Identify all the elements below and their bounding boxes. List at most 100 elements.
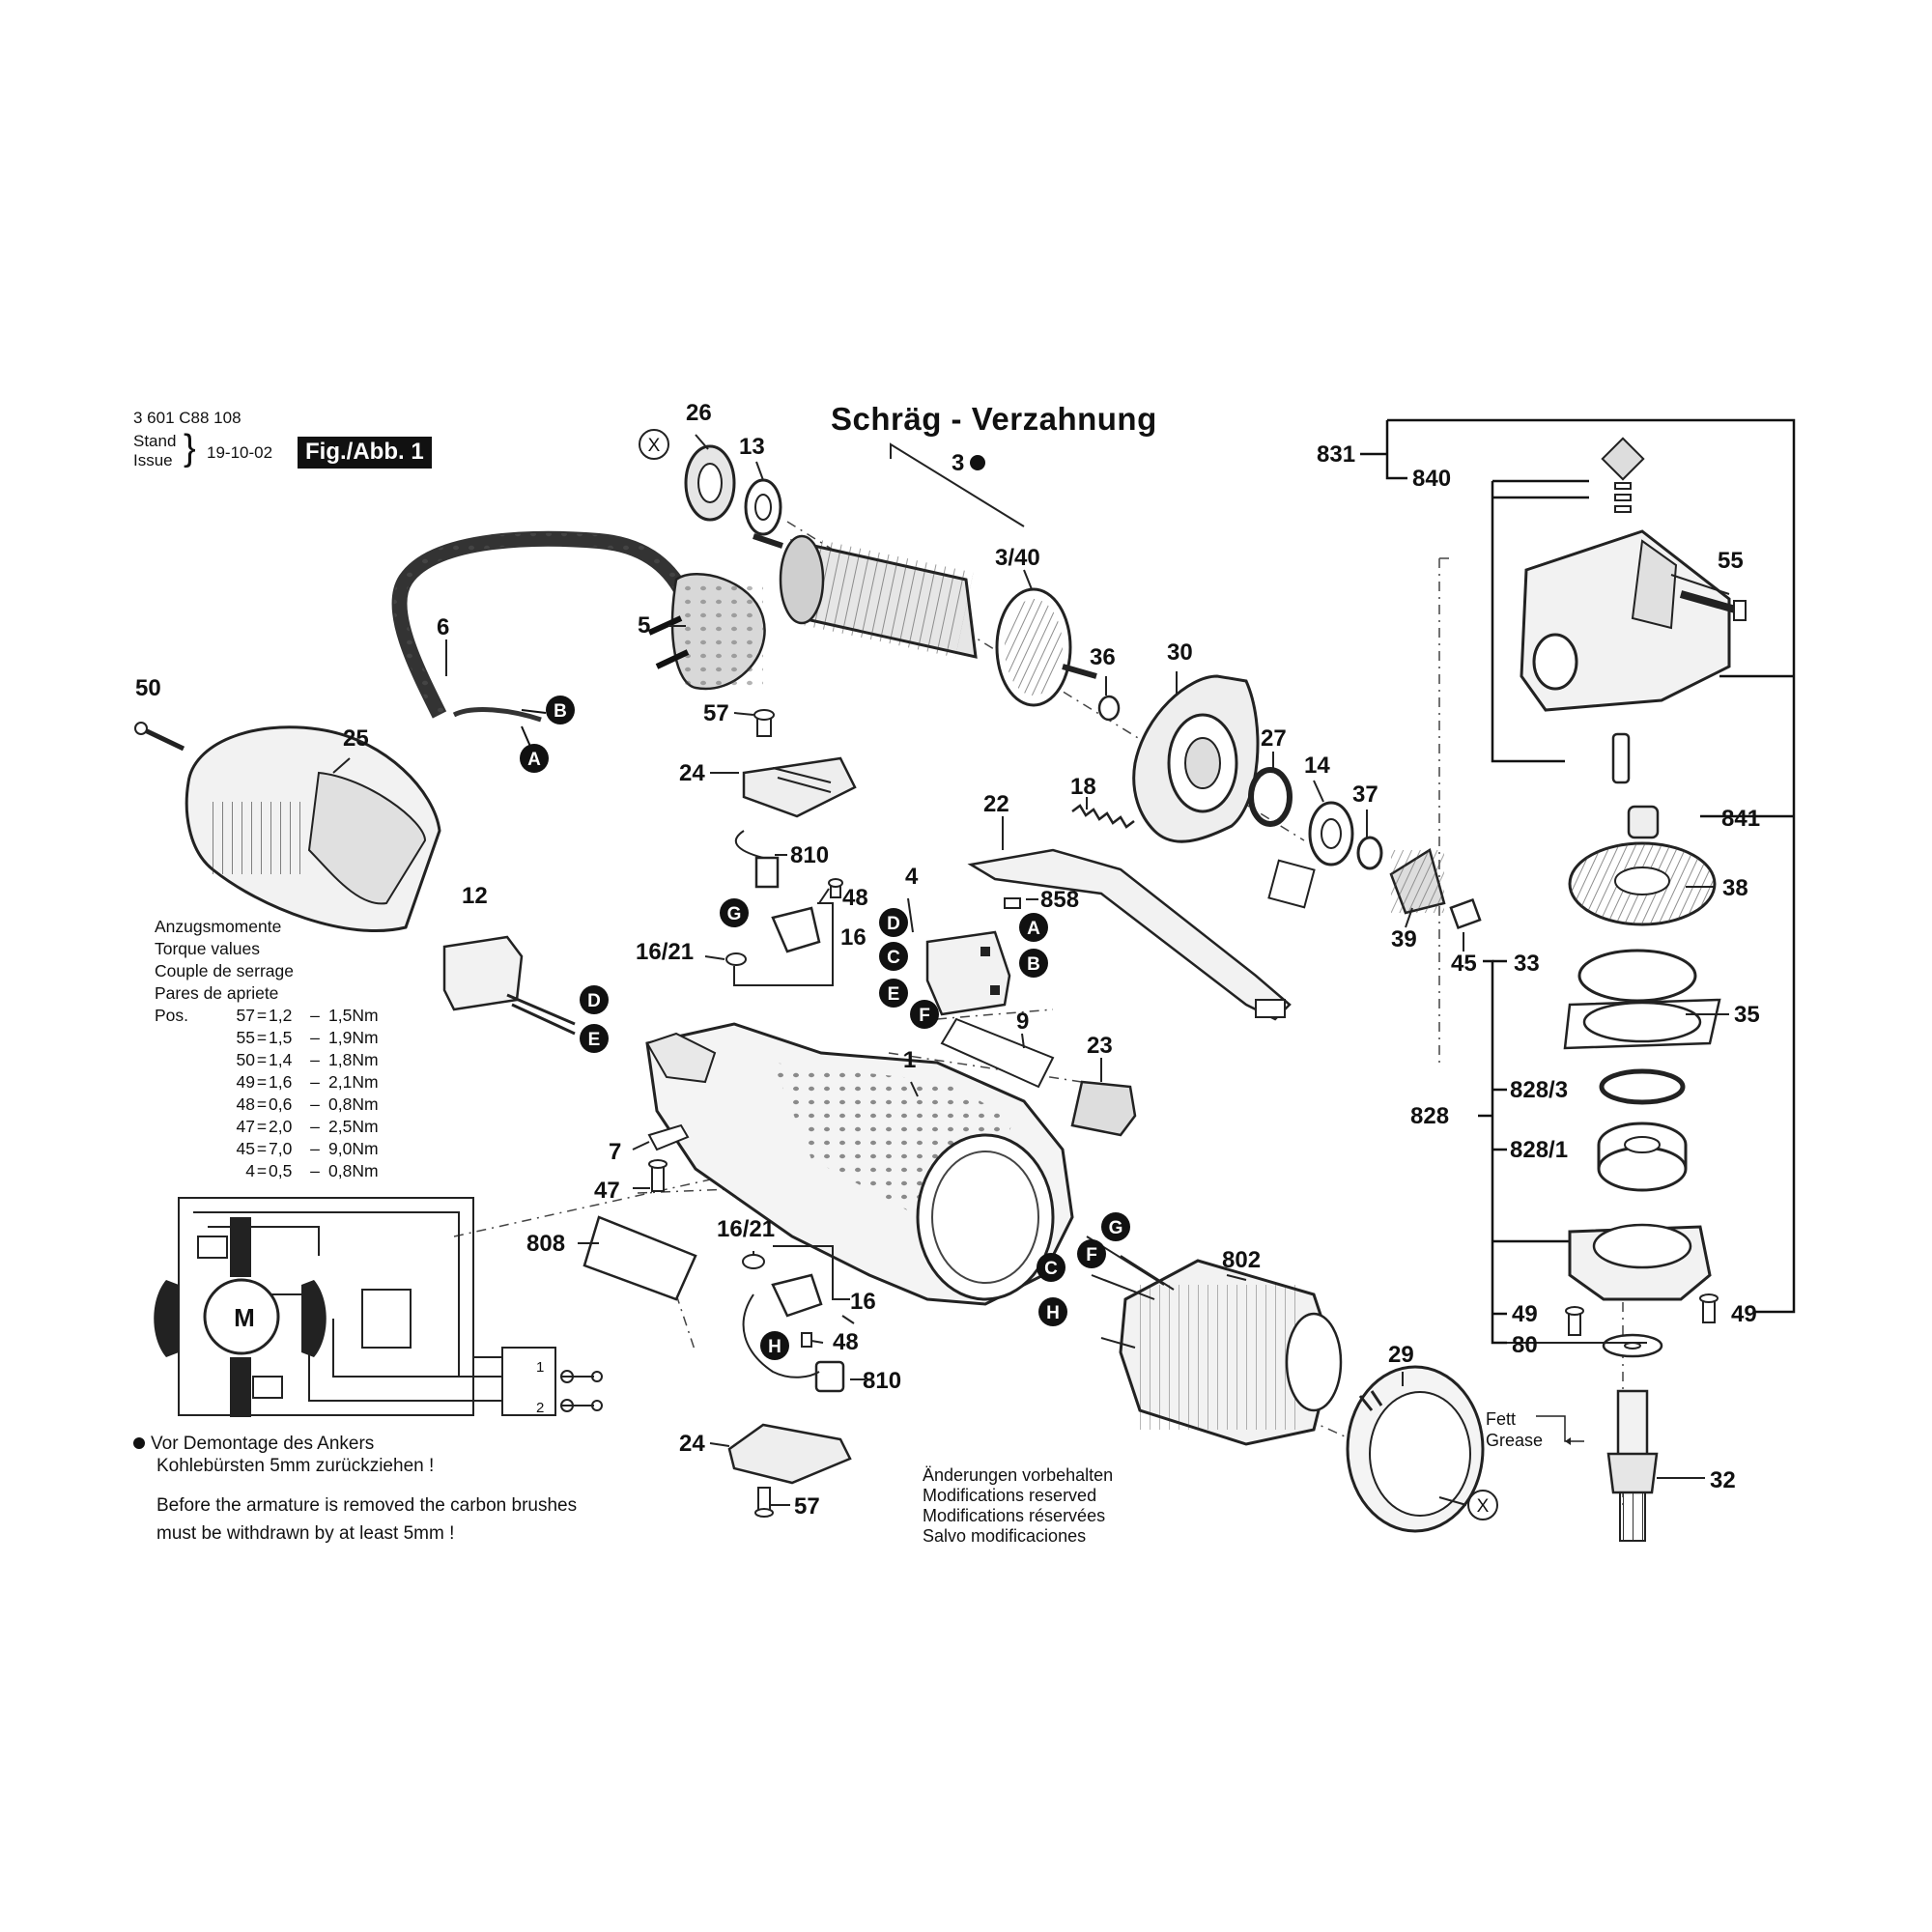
callout-35: 35 — [1734, 1002, 1760, 1028]
callout-3-dot-icon — [970, 455, 985, 470]
torque-row: 47=2,0–2,5Nm — [155, 1116, 396, 1138]
bearing-plate-part-30 — [1132, 674, 1260, 843]
switch-pole-1-label: 1 — [536, 1359, 544, 1376]
connector-x-bottom-label: X — [1477, 1496, 1490, 1517]
switch-part-16-upper — [733, 902, 834, 986]
switch-pole-2-label: 2 — [536, 1400, 544, 1416]
callout-810-upper: 810 — [790, 842, 829, 868]
torque-dash: – — [310, 1050, 320, 1069]
torque-max: 1,5Nm — [328, 1006, 379, 1025]
armature-warning: Vor Demontage des Ankers Kohlebürsten 5m… — [133, 1433, 577, 1545]
screw-part-48-lower — [801, 1332, 812, 1348]
insulating-piece-part-9 — [940, 1017, 1055, 1089]
callout-80: 80 — [1512, 1332, 1538, 1358]
motor-label: M — [234, 1303, 255, 1332]
bracket-part-7 — [647, 1123, 690, 1151]
callout-7: 7 — [609, 1139, 621, 1165]
callout-3-40: 3/40 — [995, 545, 1040, 571]
callout-841: 841 — [1721, 806, 1760, 832]
torque-min: 0,5 — [269, 1161, 293, 1180]
connector-d-switch: D — [879, 908, 908, 937]
callout-13: 13 — [739, 434, 765, 460]
callout-840: 840 — [1412, 466, 1451, 492]
grease-symbol-icon — [1536, 1415, 1584, 1445]
connector-h-field-label: H — [1046, 1303, 1060, 1323]
grease-note: Fett Grease — [1486, 1408, 1543, 1451]
suppressor-part-12 — [442, 935, 576, 1036]
spring-part-18 — [1071, 804, 1135, 829]
torque-max: 1,8Nm — [328, 1050, 379, 1069]
connector-f-switch-label: F — [919, 1006, 930, 1026]
screw-part-50 — [134, 722, 185, 752]
connector-d-suppressor-label: D — [587, 991, 601, 1011]
connector-e-suppressor-label: E — [588, 1030, 601, 1050]
bullet-dot-icon — [133, 1437, 145, 1449]
gear-housing-part-840 — [1520, 437, 1731, 712]
switch-cover-part-24-upper — [742, 756, 857, 818]
connector-a-switch-label: A — [1027, 919, 1040, 939]
callout-36: 36 — [1090, 644, 1116, 670]
air-guide-part-29 — [1346, 1365, 1485, 1533]
connector-x-top: X — [639, 429, 669, 460]
connector-b-switch-label: B — [1027, 954, 1040, 975]
callout-802: 802 — [1222, 1247, 1261, 1273]
callout-55: 55 — [1718, 548, 1744, 574]
callout-48-upper: 48 — [842, 885, 868, 911]
callout-14: 14 — [1304, 753, 1330, 779]
screw-part-48-upper — [828, 878, 843, 898]
spindle-part-32 — [1606, 1389, 1659, 1542]
power-cord-part-6 — [391, 530, 694, 750]
fan-part-26 — [684, 444, 736, 522]
callout-16-21-upper: 16/21 — [636, 939, 694, 965]
connector-f-switch: F — [910, 1000, 939, 1029]
torque-position: 4 — [245, 1161, 255, 1180]
brace-glyph: } — [184, 428, 196, 469]
connector-a-cord: A — [520, 744, 549, 773]
washer-part-36 — [1097, 695, 1121, 722]
torque-min: 1,6 — [269, 1072, 293, 1092]
connector-a-cord-label: A — [527, 750, 541, 770]
power-plug-part-5 — [647, 573, 766, 691]
callout-16-lower: 16 — [850, 1289, 876, 1315]
stand-label: Stand — [133, 432, 177, 450]
spindle-lock-pin — [1611, 732, 1631, 784]
callout-27: 27 — [1261, 725, 1287, 752]
switch-part-4 — [925, 930, 1011, 1016]
callout-39: 39 — [1391, 926, 1417, 952]
connector-c-switch: C — [879, 942, 908, 971]
connector-e-suppressor: E — [580, 1024, 609, 1053]
brush-part-16-21-upper — [725, 952, 747, 966]
torque-dash: – — [310, 1161, 320, 1180]
callout-16-upper: 16 — [840, 924, 867, 951]
callout-12: 12 — [462, 883, 488, 909]
callout-828-1: 828/1 — [1510, 1137, 1568, 1163]
bearing-box-part — [1267, 859, 1316, 909]
torque-position: 49 — [236, 1072, 255, 1092]
callout-32: 32 — [1710, 1467, 1736, 1493]
torque-position: 45 — [236, 1139, 255, 1158]
torque-position: 57 — [236, 1006, 255, 1025]
bearing-flange-part-828 — [1568, 1223, 1712, 1301]
rear-cover-part-25 — [185, 725, 441, 932]
torque-row: 45=7,0–9,0Nm — [155, 1138, 396, 1160]
torque-position: 55 — [236, 1028, 255, 1047]
torque-row: 49=1,6–2,1Nm — [155, 1071, 396, 1094]
cap-part-23 — [1070, 1080, 1137, 1137]
connector-g-upper-label: G — [727, 904, 742, 924]
torque-position: 47 — [236, 1117, 255, 1136]
callout-50: 50 — [135, 675, 161, 701]
motor-housing-part-1 — [645, 1022, 1074, 1306]
switch-part-16-lower — [771, 1245, 850, 1318]
issue-label: Issue — [133, 451, 173, 469]
callout-6: 6 — [437, 614, 449, 640]
callout-831: 831 — [1317, 441, 1355, 468]
torque-row: 48=0,6–0,8Nm — [155, 1094, 396, 1116]
torque-max: 2,1Nm — [328, 1072, 379, 1092]
callout-5: 5 — [638, 612, 650, 639]
screw-part-49-left — [1565, 1306, 1584, 1336]
torque-equals: = — [256, 1117, 268, 1136]
torque-pos-label: Pos. — [155, 1006, 189, 1025]
pinion-part-39 — [1389, 848, 1446, 915]
